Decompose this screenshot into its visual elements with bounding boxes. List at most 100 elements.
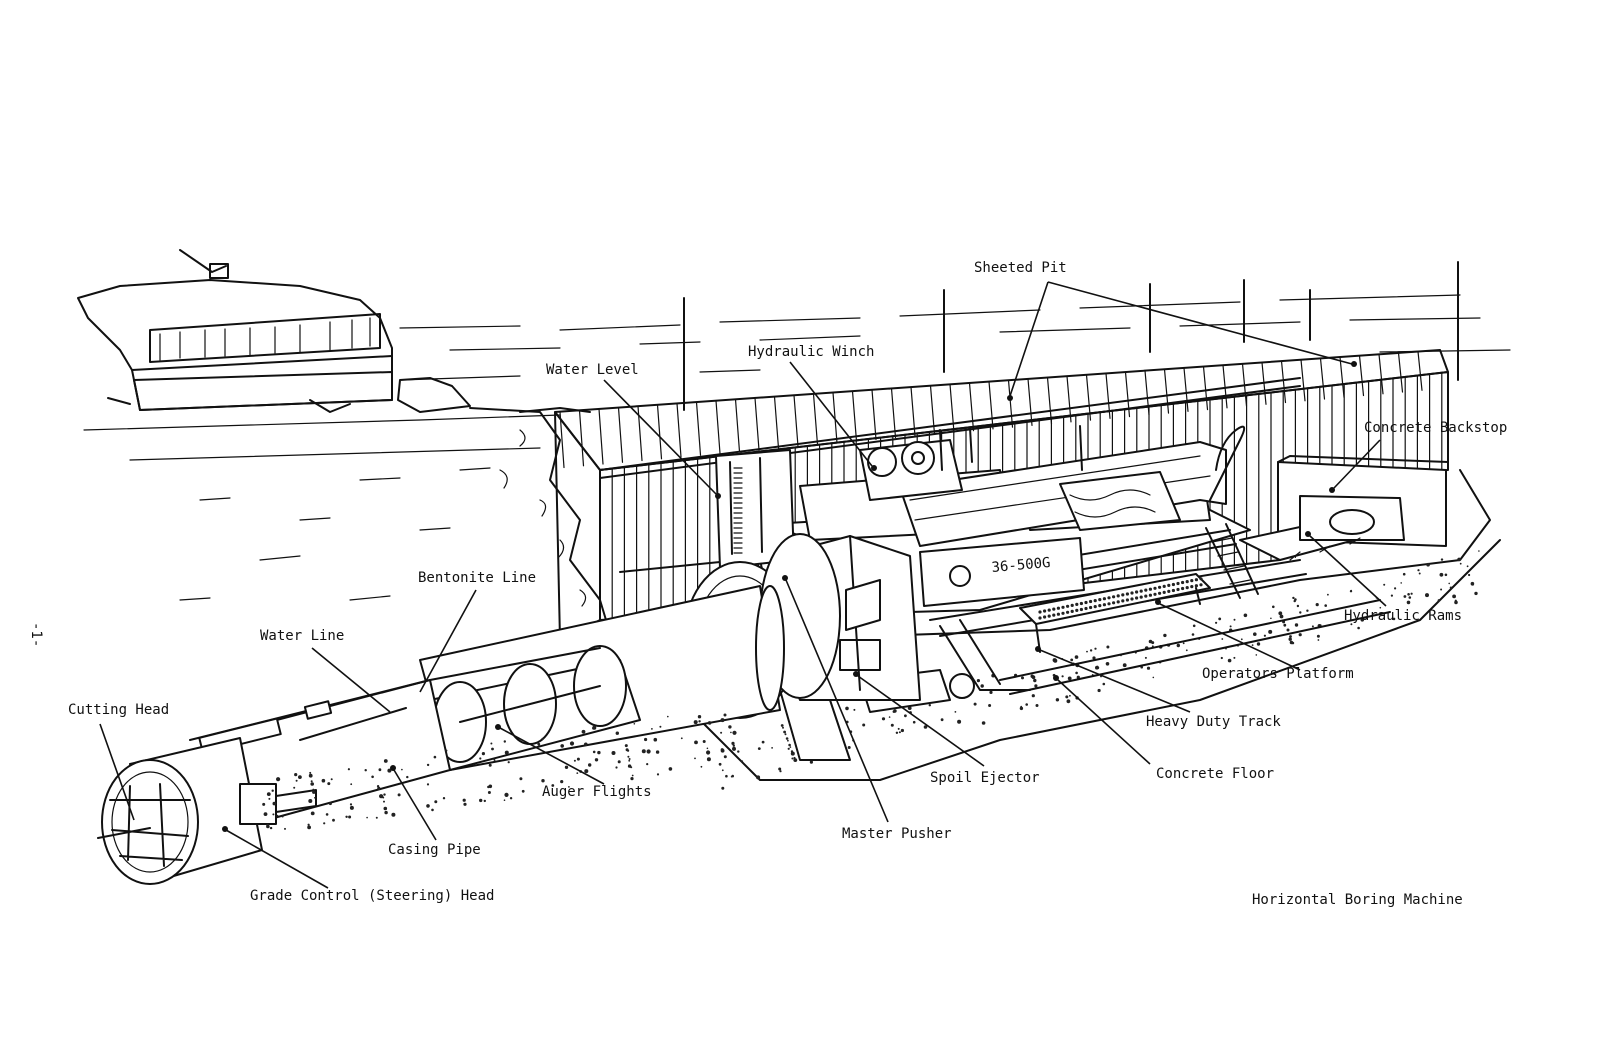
sheet-pile-line <box>1183 367 1189 412</box>
concrete-speck <box>895 731 899 734</box>
concrete-speck <box>853 708 856 711</box>
concrete-speck <box>1021 676 1024 680</box>
soil-speck <box>266 792 271 796</box>
concrete-speck <box>787 747 790 750</box>
soil-speck <box>378 768 382 772</box>
platform-grating <box>1171 588 1175 593</box>
concrete-speck <box>1182 642 1185 645</box>
platform-grating <box>1130 591 1134 595</box>
platform-grating <box>1135 596 1139 600</box>
soil-speck <box>730 731 732 734</box>
soil-speck <box>706 757 711 762</box>
concrete-speck <box>725 774 728 778</box>
concrete-speck <box>1298 633 1302 637</box>
soil-speck <box>321 778 326 783</box>
soil-speck <box>391 812 396 817</box>
sheet-pile-line <box>988 380 994 430</box>
soil-speck <box>371 775 374 779</box>
concrete-speck <box>1440 558 1444 561</box>
platform-grating <box>1038 616 1042 620</box>
concrete-speck <box>1055 698 1060 702</box>
platform-grating <box>1084 600 1088 605</box>
soil-speck <box>310 780 313 783</box>
platform-grating <box>1112 595 1116 599</box>
soil-speck <box>308 773 313 778</box>
soil-speck <box>490 742 493 745</box>
callout-heavy-duty-track: Heavy Duty Track <box>1035 646 1281 730</box>
concrete-speck <box>720 748 725 753</box>
concrete-speck <box>1457 557 1461 562</box>
concrete-speck <box>1074 655 1079 659</box>
machine-model-plate: 36-500G <box>991 555 1051 576</box>
concrete-speck <box>1357 626 1360 630</box>
soil-speck <box>655 750 660 754</box>
soil-speck <box>332 818 335 822</box>
concrete-speck <box>790 751 795 756</box>
label-hydraulic-rams: Hydraulic Rams <box>1344 608 1462 624</box>
sheet-pile-line <box>890 387 897 439</box>
platform-grating <box>1093 605 1097 609</box>
soil-speck <box>350 783 353 786</box>
soil-speck <box>312 788 315 791</box>
concrete-speck <box>1294 623 1299 627</box>
soil-speck <box>732 746 736 751</box>
soil-speck <box>462 798 466 802</box>
soil-speck <box>707 721 712 725</box>
soil-speck <box>384 810 388 815</box>
platform-grating <box>1121 593 1125 597</box>
platform-grating <box>1093 599 1097 603</box>
soil-speck <box>272 801 277 806</box>
concrete-speck <box>1220 656 1223 660</box>
soil-speck <box>668 767 673 771</box>
soil-speck <box>479 757 482 760</box>
label-heavy-duty-track: Heavy Duty Track <box>1146 714 1281 730</box>
soil-speck <box>644 737 648 742</box>
concrete-speck <box>1440 588 1443 591</box>
soil-speck <box>551 784 555 787</box>
concrete-speck <box>973 702 977 706</box>
soil-speck <box>488 763 492 767</box>
platform-grating <box>1153 592 1157 596</box>
concrete-speck <box>730 775 733 778</box>
concrete-speck <box>888 716 891 718</box>
concrete-speck <box>761 740 765 744</box>
concrete-speck <box>1468 573 1471 577</box>
concrete-speck <box>1439 572 1444 577</box>
soil-speck <box>573 759 576 762</box>
soil-speck <box>397 793 401 797</box>
callout-water-line: Water Line <box>260 628 391 713</box>
concrete-speck <box>788 743 791 747</box>
platform-grating <box>1181 580 1185 585</box>
concrete-speck <box>847 746 851 749</box>
concrete-speck <box>1086 650 1088 653</box>
concrete-speck <box>1229 625 1232 628</box>
concrete-speck <box>1243 613 1248 618</box>
soil-speck <box>519 777 523 781</box>
soil-speck <box>503 740 506 743</box>
sheet-pile-line <box>656 404 663 460</box>
concrete-speck <box>1444 573 1448 577</box>
sheet-pile-line <box>1319 357 1326 400</box>
soil-speck <box>349 805 354 810</box>
platform-grating <box>1190 585 1194 589</box>
concrete-speck <box>1379 606 1382 609</box>
callout-grade-control-head: Grade Control (Steering) Head <box>222 826 494 904</box>
soil-speck <box>728 725 732 729</box>
soil-speck <box>330 778 333 781</box>
callout-spoil-ejector: Spoil Ejector <box>853 671 1040 786</box>
concrete-speck <box>1061 675 1064 678</box>
soil-speck <box>487 791 491 794</box>
soil-speck <box>509 797 513 800</box>
soil-speck <box>693 720 698 725</box>
callout-labels: Sheeted Pit Hydraulic Winch Water Level … <box>68 260 1507 904</box>
ground-surface <box>83 294 1511 461</box>
platform-grating <box>1148 587 1152 591</box>
label-bentonite-line: Bentonite Line <box>418 570 536 586</box>
callout-sheeted-pit: Sheeted Pit <box>974 260 1357 401</box>
callout-auger-flights: Auger Flights <box>495 724 652 800</box>
platform-grating <box>1075 608 1079 613</box>
label-operators-platform: Operators Platform <box>1202 666 1354 682</box>
concrete-speck <box>1270 617 1272 620</box>
soil-speck <box>483 799 486 803</box>
concrete-speck <box>1466 565 1469 568</box>
